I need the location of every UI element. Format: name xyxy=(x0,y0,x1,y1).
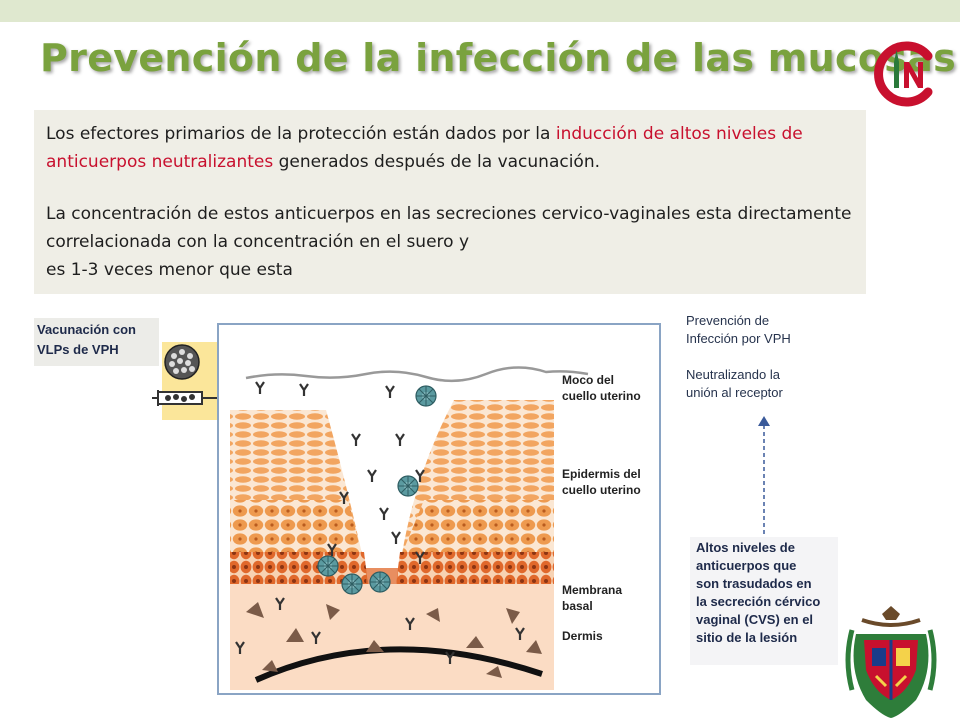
intro-p2-line1: La concentración de estos anticuerpos en… xyxy=(46,204,852,252)
label-epidermis-line2: cuello uterino xyxy=(562,483,641,497)
intro-p1-end: generados después de la vacunación. xyxy=(273,152,601,172)
prevention-line1: Prevención de xyxy=(686,313,770,328)
vaccination-label-line2: VLPs de VPH xyxy=(37,342,119,357)
antibodies-line2: anticuerpos que xyxy=(696,558,797,573)
prevention-line2: Infección por VPH xyxy=(686,331,791,346)
antibodies-line1: Altos niveles de xyxy=(696,540,795,555)
label-dermis: Dermis xyxy=(562,629,603,643)
cin-logo-icon xyxy=(874,41,933,107)
prevention-line3: Neutralizando la xyxy=(686,367,780,382)
intro-p1-highlight: inducción de altos niveles de anticuerpo… xyxy=(46,124,803,172)
prevention-note: Prevención de Infección por VPH Neutrali… xyxy=(678,306,848,414)
label-moco-line1: Moco del xyxy=(562,373,614,387)
antibodies-line5: vaginal (CVS) en el xyxy=(696,612,814,627)
intro-p1-start: Los efectores primarios de la protección… xyxy=(46,124,556,144)
university-crest-icon xyxy=(845,606,937,718)
label-membrana-line1: Membrana xyxy=(562,583,622,597)
intro-p2-line2: es 1-3 veces menor que esta xyxy=(46,260,293,280)
vaccination-label-line1: Vacunación con xyxy=(37,322,136,337)
label-epidermis-line1: Epidermis del xyxy=(562,467,641,481)
antibodies-line4: la secreción cérvico xyxy=(696,594,821,609)
prevention-line4: unión al receptor xyxy=(686,385,783,400)
slide-title: Prevención de la infección de las mucosa… xyxy=(40,36,957,80)
antibodies-line3: son trasudados en xyxy=(696,576,812,591)
label-moco-line2: cuello uterino xyxy=(562,389,641,403)
intro-paragraph-1: Los efectores primarios de la protección… xyxy=(46,120,854,176)
dashed-up-arrow xyxy=(758,416,770,534)
antibodies-line6: sitio de la lesión xyxy=(696,630,798,645)
intro-paragraph-2: La concentración de estos anticuerpos en… xyxy=(46,200,854,284)
top-decor-band xyxy=(0,0,960,22)
label-membrana-line2: basal xyxy=(562,599,593,613)
intro-text-box: Los efectores primarios de la protección… xyxy=(34,110,866,294)
vlp-particle-icon xyxy=(164,344,200,380)
antibodies-note: Altos niveles de anticuerpos que son tra… xyxy=(690,537,838,665)
mucosa-diagram: Moco del cuello uterino Epidermis del cu… xyxy=(216,322,662,696)
vaccination-label: Vacunación con VLPs de VPH xyxy=(34,318,159,366)
mucosa-diagram-art: Moco del cuello uterino Epidermis del cu… xyxy=(217,323,661,695)
